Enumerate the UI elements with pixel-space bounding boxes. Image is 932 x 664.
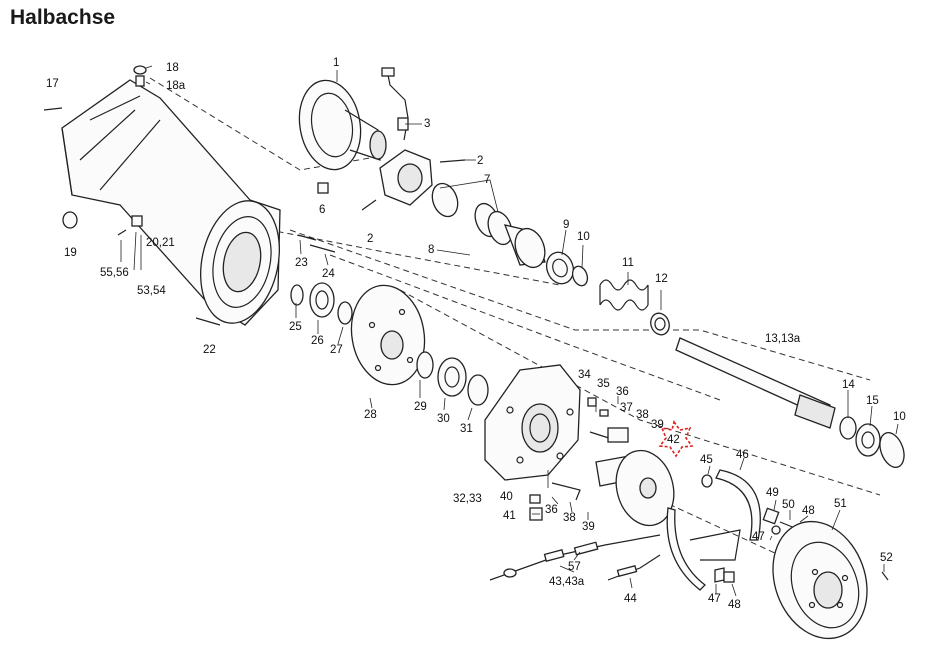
callout-24: 24 <box>322 268 335 280</box>
callout-48-bottom: 48 <box>728 599 741 611</box>
callout-28: 28 <box>364 409 377 421</box>
callout-22: 22 <box>203 344 216 356</box>
bearings-spring <box>545 251 670 336</box>
callout-51: 51 <box>834 498 847 510</box>
brake-cables <box>489 534 661 581</box>
callout-37: 37 <box>620 402 633 414</box>
drive-flange-42 <box>595 449 675 527</box>
callout-15: 15 <box>866 395 879 407</box>
callout-9: 9 <box>563 219 569 231</box>
callout-39-top: 39 <box>651 419 664 431</box>
callout-38-top: 38 <box>636 409 649 421</box>
brake-shoes-46 <box>666 469 761 591</box>
callout-2-bottom: 2 <box>367 233 373 245</box>
callout-2-top: 2 <box>477 155 483 167</box>
drum-28-and-bearings <box>290 282 426 386</box>
callout-53-54: 53,54 <box>137 285 166 297</box>
callout-52: 52 <box>880 552 893 564</box>
callout-32-33: 32,33 <box>453 493 482 505</box>
callout-44: 44 <box>624 593 637 605</box>
callout-39-bottom: 39 <box>582 521 595 533</box>
callout-12: 12 <box>655 273 668 285</box>
callout-11: 11 <box>622 257 634 269</box>
callout-7: 7 <box>484 174 490 186</box>
callout-31: 31 <box>460 423 473 435</box>
brake-backplate-32-33 <box>484 364 581 481</box>
callout-27: 27 <box>330 344 343 356</box>
ring-set-7-8 <box>431 182 546 269</box>
callout-50: 50 <box>782 499 795 511</box>
callout-10-right: 10 <box>893 411 906 423</box>
adjusters-47-50 <box>714 507 796 583</box>
callout-10-top: 10 <box>577 231 590 243</box>
callout-36-top: 36 <box>616 386 629 398</box>
callout-13-13a: 13,13a <box>765 333 801 345</box>
callout-8: 8 <box>428 244 434 256</box>
gear-carrier <box>361 149 466 211</box>
callout-26: 26 <box>311 335 324 347</box>
callout-47-right: 47 <box>752 531 765 543</box>
callout-47-bottom: 47 <box>708 593 721 605</box>
callout-25: 25 <box>289 321 302 333</box>
highlight-star-42 <box>658 420 694 458</box>
callout-19: 19 <box>64 247 77 259</box>
callout-20-21: 20,21 <box>146 237 175 249</box>
callout-3: 3 <box>424 118 430 130</box>
brake-line-part-3 <box>381 67 409 141</box>
callout-29: 29 <box>414 401 427 413</box>
callout-49: 49 <box>766 487 779 499</box>
callout-40: 40 <box>500 491 513 503</box>
callout-48-right: 48 <box>802 505 815 517</box>
bearings-29-31 <box>416 351 489 406</box>
callout-41: 41 <box>503 510 516 522</box>
callout-57: 57 <box>568 561 581 573</box>
callout-18a: 18a <box>166 80 186 92</box>
callout-46: 46 <box>736 449 749 461</box>
housing-hardware <box>43 65 336 326</box>
callout-labels: 1 2 2 3 6 7 8 9 10 11 12 13,13a 14 15 10… <box>46 57 906 611</box>
callout-6: 6 <box>319 204 325 216</box>
axle-housing <box>61 79 281 326</box>
callout-38-bottom: 38 <box>563 512 576 524</box>
page-title: Halbachse <box>10 6 116 29</box>
callout-43-43a: 43,43a <box>549 576 585 588</box>
axle-shaft-13 <box>675 337 905 468</box>
callout-55-56: 55,56 <box>100 267 129 279</box>
callout-23: 23 <box>295 257 308 269</box>
callout-14: 14 <box>842 379 855 391</box>
leader-lines <box>120 65 899 597</box>
callout-45: 45 <box>700 454 713 466</box>
callout-36-bottom: 36 <box>545 504 558 516</box>
callout-34: 34 <box>578 369 591 381</box>
brake-drum-51 <box>772 520 889 640</box>
callout-1: 1 <box>333 57 339 69</box>
callout-42-highlighted: 42 <box>667 434 680 446</box>
callout-18: 18 <box>166 62 179 74</box>
callout-30: 30 <box>437 413 450 425</box>
callout-35: 35 <box>597 378 610 390</box>
callout-17: 17 <box>46 78 59 90</box>
hub-part-1 <box>298 79 387 171</box>
